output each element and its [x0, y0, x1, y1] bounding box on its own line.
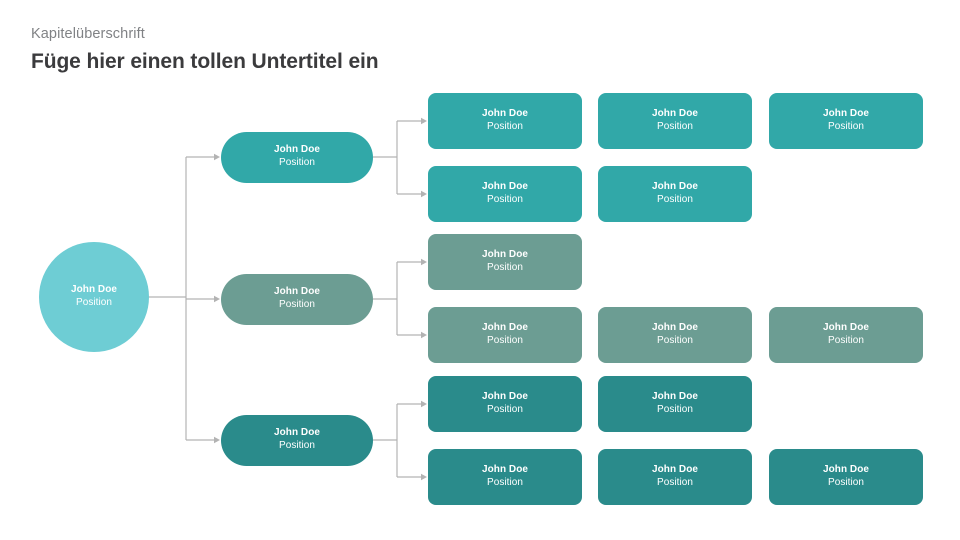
node-name: John Doe: [652, 322, 698, 334]
node-position: Position: [487, 121, 523, 132]
node-position: Position: [487, 335, 523, 346]
node-name: John Doe: [823, 464, 869, 476]
node-name: John Doe: [482, 322, 528, 334]
node-position: Position: [279, 299, 315, 310]
node-name: John Doe: [823, 108, 869, 120]
node-name: John Doe: [482, 464, 528, 476]
node-position: Position: [828, 121, 864, 132]
node-position: Position: [657, 335, 693, 346]
chapter-eyebrow: Kapitelüberschrift: [31, 26, 145, 42]
node-position: Position: [487, 262, 523, 273]
node-position: Position: [828, 477, 864, 488]
node-name: John Doe: [652, 391, 698, 403]
node-name: John Doe: [482, 249, 528, 261]
node-position: Position: [657, 404, 693, 415]
node-name: John Doe: [71, 284, 117, 296]
node-position: Position: [487, 477, 523, 488]
node-name: John Doe: [652, 464, 698, 476]
node-position: Position: [657, 194, 693, 205]
node-name: John Doe: [482, 181, 528, 193]
node-position: Position: [487, 404, 523, 415]
node-name: John Doe: [274, 144, 320, 156]
node-name: John Doe: [652, 181, 698, 193]
node-name: John Doe: [274, 427, 320, 439]
node-name: John Doe: [652, 108, 698, 120]
node-position: Position: [487, 194, 523, 205]
node-position: Position: [279, 157, 315, 168]
node-name: John Doe: [482, 391, 528, 403]
node-position: Position: [76, 297, 112, 308]
node-name: John Doe: [274, 286, 320, 298]
node-position: Position: [657, 121, 693, 132]
node-name: John Doe: [482, 108, 528, 120]
node-position: Position: [657, 477, 693, 488]
node-name: John Doe: [823, 322, 869, 334]
node-position: Position: [828, 335, 864, 346]
page-title: Füge hier einen tollen Untertitel ein: [31, 50, 379, 73]
node-position: Position: [279, 440, 315, 451]
